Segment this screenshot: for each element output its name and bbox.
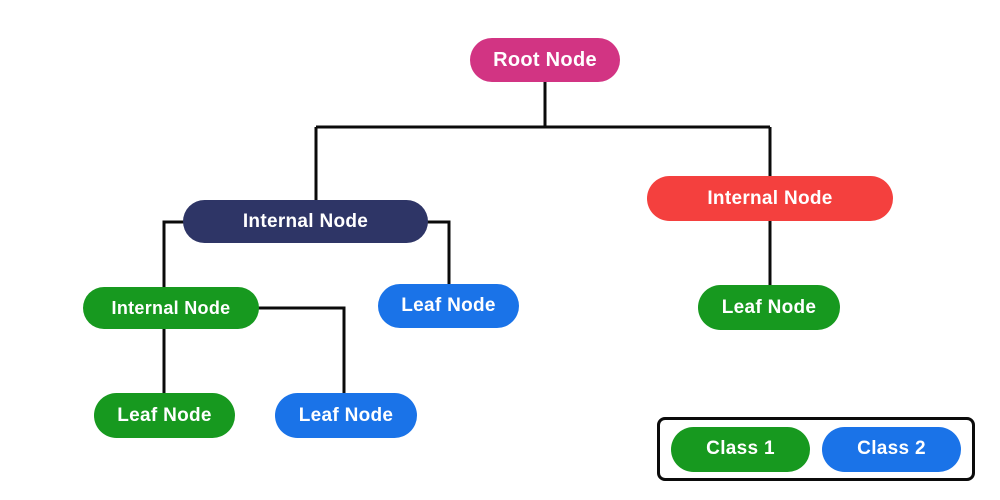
legend-class-1: Class 1 [671, 426, 810, 472]
node-internal-left-child: Internal Node [83, 287, 259, 329]
edge-green-child-to-leaf-bottom-middle [256, 306, 346, 395]
node-leaf-bottom-left: Leaf Node [94, 393, 235, 438]
node-root: Root Node [470, 38, 620, 82]
node-internal-left: Internal Node [183, 200, 428, 243]
node-leaf-middle: Leaf Node [378, 284, 519, 328]
legend: Class 1 Class 2 [657, 417, 975, 481]
node-internal-right: Internal Node [647, 176, 893, 221]
legend-class-2: Class 2 [822, 426, 961, 472]
edge-internal-left-to-leaf-middle [426, 220, 451, 286]
node-leaf-bottom-middle: Leaf Node [275, 393, 417, 438]
node-leaf-right: Leaf Node [698, 285, 840, 330]
edge-internal-left-to-green-child [162, 220, 185, 395]
